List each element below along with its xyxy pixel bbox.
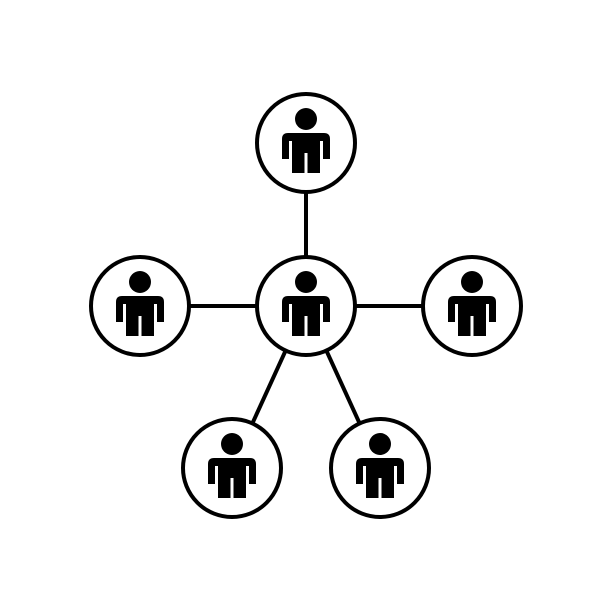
person-body — [356, 458, 404, 498]
person-body — [116, 296, 164, 336]
person-icon — [448, 271, 496, 336]
nodes — [89, 92, 523, 519]
edge-center-to-bottom-right — [324, 349, 362, 425]
node-top — [255, 92, 357, 194]
connections — [189, 192, 423, 425]
person-body — [282, 296, 330, 336]
node-right — [421, 255, 523, 357]
person-head — [461, 271, 483, 293]
person-icon — [116, 271, 164, 336]
person-head — [369, 433, 391, 455]
edge-center-to-bottom-left — [250, 349, 288, 425]
person-icon — [282, 271, 330, 336]
person-body — [282, 133, 330, 173]
person-icon — [208, 433, 256, 498]
node-left — [89, 255, 191, 357]
node-bottom-right — [329, 417, 431, 519]
node-center — [255, 255, 357, 357]
person-icon — [282, 108, 330, 173]
node-bottom-left — [181, 417, 283, 519]
person-icon — [356, 433, 404, 498]
person-body — [208, 458, 256, 498]
person-head — [295, 108, 317, 130]
person-body — [448, 296, 496, 336]
person-head — [129, 271, 151, 293]
person-head — [221, 433, 243, 455]
person-head — [295, 271, 317, 293]
